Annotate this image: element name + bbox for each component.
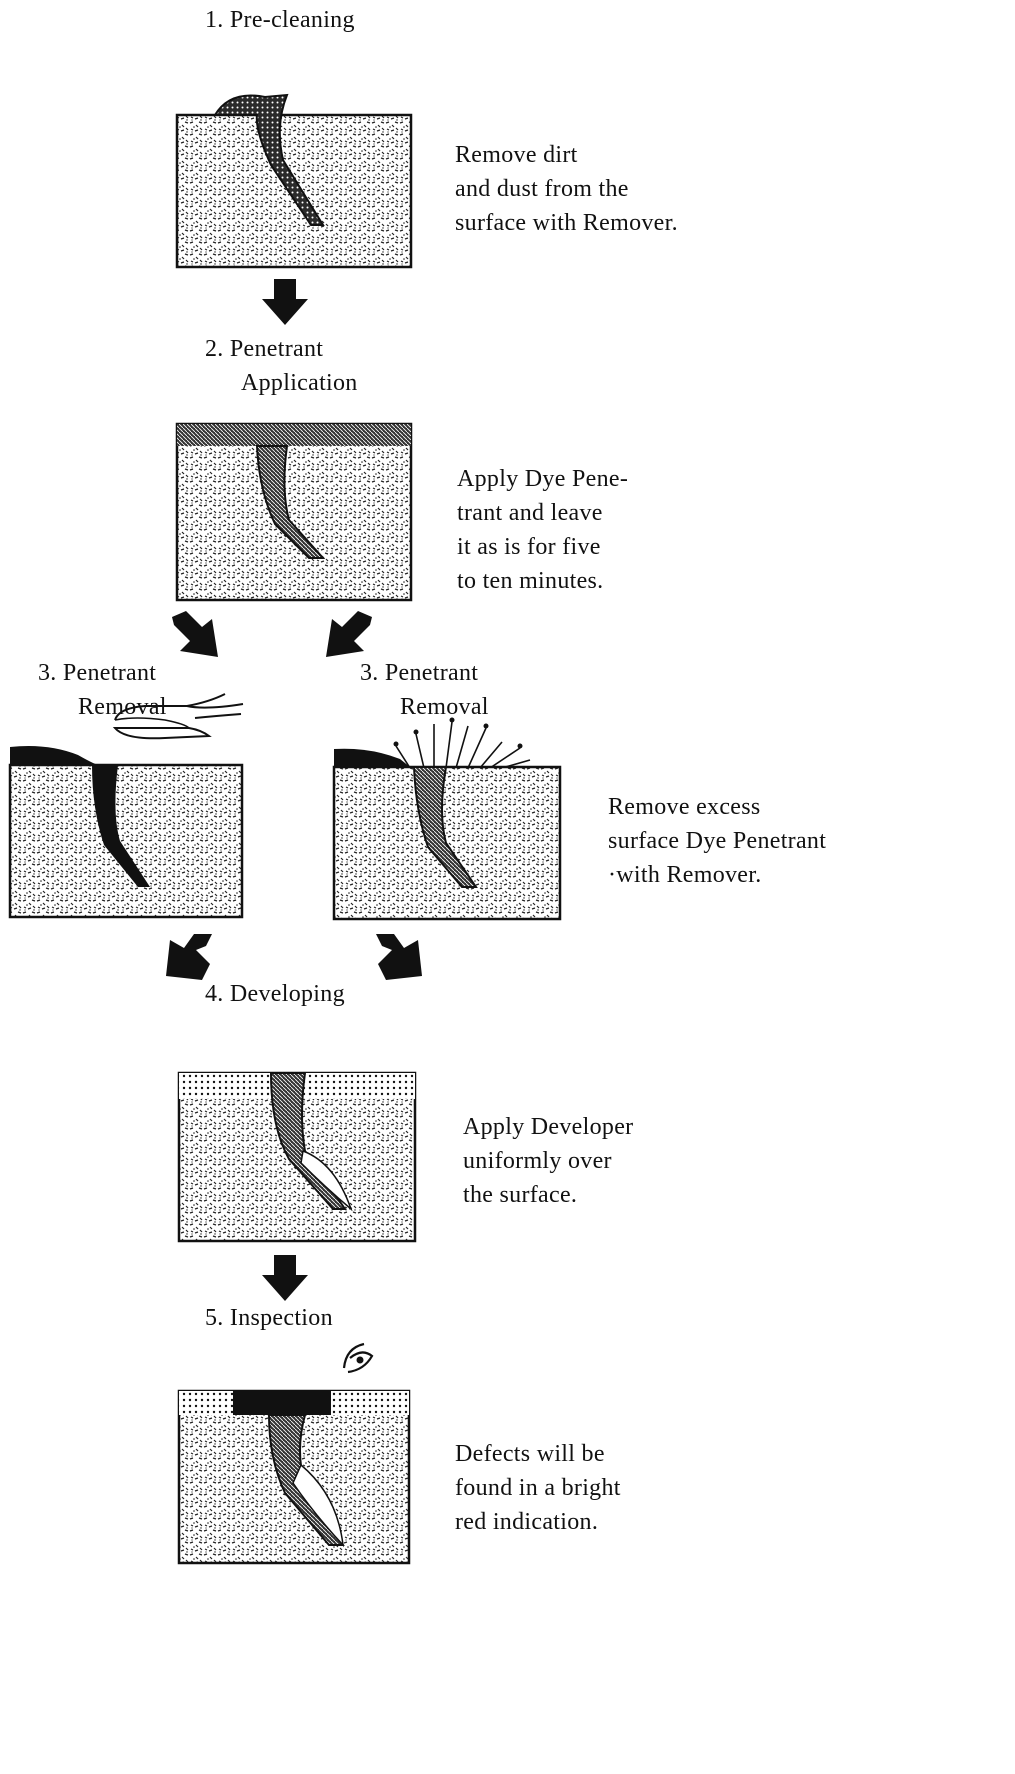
- diagonal-arrow-icon: [168, 607, 222, 661]
- step2-title-line2: Application: [241, 370, 358, 396]
- diagonal-arrow-icon: [322, 607, 376, 661]
- step1-description: Remove dirt and dust from the surface wi…: [455, 142, 678, 236]
- step3a-panel: [8, 743, 248, 923]
- wiping-hand-icon: [105, 690, 250, 750]
- step4-panel: [175, 1067, 420, 1247]
- step4-title: 4. Developing: [205, 981, 345, 1007]
- step3b-panel: [330, 743, 565, 923]
- step5-description: Defects will be found in a bright red in…: [455, 1441, 621, 1535]
- down-arrow-icon: [262, 279, 308, 325]
- step3a-title-line1: 3. Penetrant: [38, 660, 157, 686]
- step2-description: Apply Dye Pene- trant and leave it as is…: [457, 466, 629, 594]
- step4-description: Apply Developer uniformly over the surfa…: [463, 1114, 634, 1208]
- step5-panel: [175, 1385, 415, 1570]
- diagonal-arrow-icon: [162, 930, 216, 984]
- spray-icon: [390, 712, 540, 770]
- step1-panel: [175, 85, 415, 275]
- step3b-title-line2: Removal: [400, 694, 489, 720]
- diagonal-arrow-icon: [372, 930, 426, 984]
- step2-panel: [175, 420, 415, 605]
- down-arrow-icon: [262, 1255, 308, 1301]
- step2-title-line1: 2. Penetrant: [205, 336, 324, 362]
- step5-title: 5. Inspection: [205, 1305, 333, 1331]
- step1-title: 1. Pre-cleaning: [205, 7, 355, 33]
- eye-icon: [338, 1338, 378, 1374]
- step3b-title-line1: 3. Penetrant: [360, 660, 479, 686]
- step3-description: Remove excess surface Dye Penetrant ·wit…: [608, 794, 827, 888]
